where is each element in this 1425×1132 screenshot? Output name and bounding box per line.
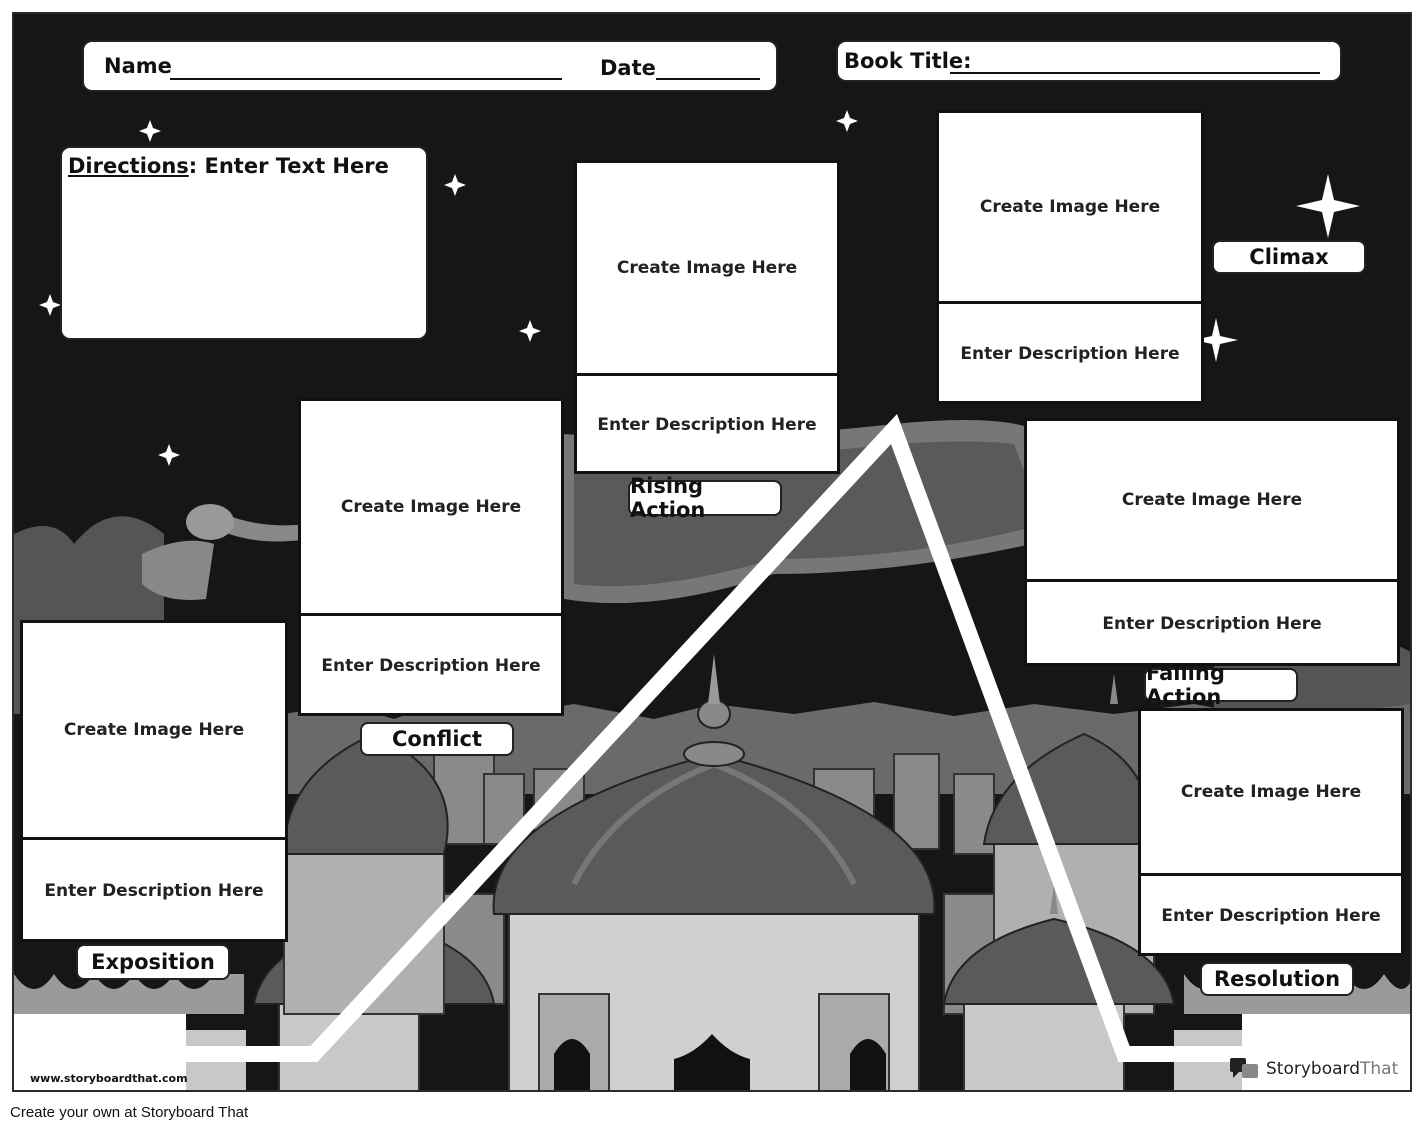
page-caption[interactable]: Create your own at Storyboard That (10, 1104, 249, 1121)
plot-arc-line (186, 414, 1410, 1062)
dome-left (282, 732, 449, 1015)
exposition-image-area[interactable]: Create Image Here (63, 720, 245, 740)
directions-text: : Enter Text Here (188, 154, 389, 178)
date-label: Date (600, 56, 656, 80)
falling-action-label: Falling Action (1144, 661, 1298, 709)
falling-action-cell: Create Image Here Enter Description Here (1024, 418, 1400, 666)
climax-description[interactable]: Enter Description Here (939, 301, 1201, 404)
worksheet: Name Date Book Title: Directions: Enter … (12, 12, 1412, 1092)
resolution-image-area[interactable]: Create Image Here (1180, 782, 1362, 802)
climax-image-area[interactable]: Create Image Here (979, 197, 1161, 217)
falling-action-description[interactable]: Enter Description Here (1027, 579, 1397, 666)
footer-url[interactable]: www.storyboardthat.com (30, 1072, 188, 1085)
directions-box[interactable]: Directions: Enter Text Here (60, 146, 428, 340)
conflict-label: Conflict (360, 722, 514, 756)
conflict-description[interactable]: Enter Description Here (301, 613, 561, 716)
name-label: Name (104, 54, 172, 78)
resolution-label: Resolution (1200, 962, 1354, 996)
resolution-description[interactable]: Enter Description Here (1141, 873, 1401, 956)
brand-light: That (1360, 1059, 1399, 1079)
falling-action-image-area[interactable]: Create Image Here (1121, 490, 1303, 510)
book-title-field[interactable] (950, 72, 1320, 74)
climax-cell: Create Image Here Enter Description Here (936, 110, 1204, 404)
exposition-description[interactable]: Enter Description Here (23, 837, 285, 942)
name-field[interactable] (170, 78, 562, 80)
book-title-label: Book Title: (844, 49, 972, 73)
exposition-label: Exposition (76, 944, 230, 980)
brand-bold: Storyboard (1266, 1059, 1360, 1079)
date-field[interactable] (656, 78, 760, 80)
central-mosque (492, 654, 936, 1090)
rising-action-image-area[interactable]: Create Image Here (616, 258, 798, 278)
directions-heading: Directions (68, 154, 189, 178)
rising-action-label: Rising Action (628, 474, 782, 522)
exposition-cell: Create Image Here Enter Description Here (20, 620, 288, 942)
conflict-image-area[interactable]: Create Image Here (340, 497, 522, 517)
storyboardthat-logo-icon (1230, 1058, 1258, 1078)
storyboardthat-brand[interactable]: StoryboardThat (1230, 1056, 1398, 1082)
rising-action-cell: Create Image Here Enter Description Here (574, 160, 840, 474)
background-scene (14, 110, 1410, 1090)
star-icon (39, 110, 1360, 466)
rising-action-description[interactable]: Enter Description Here (577, 373, 837, 474)
resolution-cell: Create Image Here Enter Description Here (1138, 708, 1404, 956)
book-title-box: Book Title: (836, 40, 1342, 82)
climax-label: Climax (1212, 240, 1366, 274)
conflict-cell: Create Image Here Enter Description Here (298, 398, 564, 716)
name-date-box: Name Date (82, 40, 778, 92)
